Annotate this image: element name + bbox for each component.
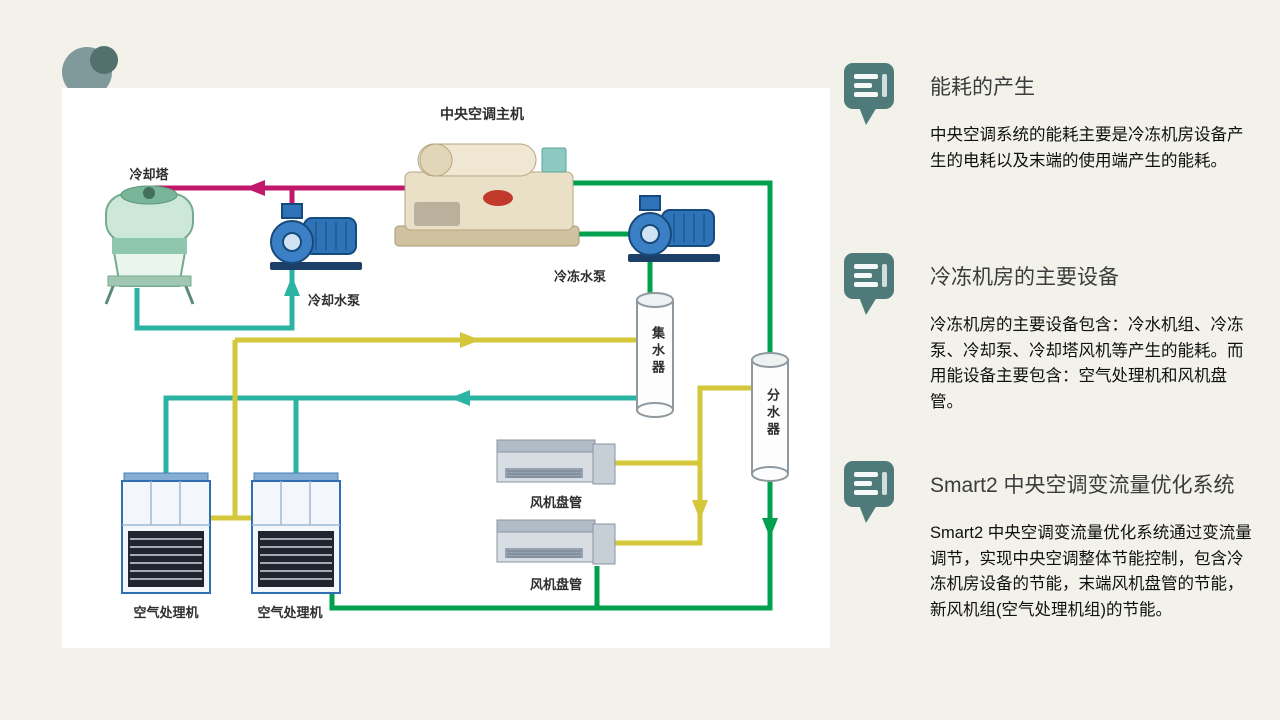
arrow-left-supply bbox=[450, 390, 470, 406]
cooling-pump-art bbox=[270, 203, 362, 270]
ahu-b-art bbox=[251, 472, 341, 594]
label-collector: 集水器 bbox=[650, 326, 665, 377]
chilled-return-pipe bbox=[210, 337, 752, 546]
section-body: Smart2 中央空调变流量优化系统通过变流量调节，实现中央空调整体节能控制，包… bbox=[930, 524, 1252, 619]
list-marker-icon bbox=[844, 63, 894, 125]
arrow-down-return bbox=[692, 500, 708, 520]
arrow-up-cooling-pump bbox=[284, 276, 300, 296]
section-plant-equipment: 冷冻机房的主要设备 冷冻机房的主要设备包含：冷水机组、冷冻泵、冷却泵、冷却塔风机… bbox=[843, 250, 1263, 416]
list-marker-icon bbox=[844, 461, 894, 523]
label-fan-coil-a: 风机盘管 bbox=[529, 495, 582, 510]
label-ahu-a: 空气处理机 bbox=[133, 605, 199, 620]
hvac-diagram-canvas bbox=[104, 143, 789, 611]
cooling-tower-art bbox=[104, 185, 195, 305]
section-title: 冷冻机房的主要设备 bbox=[930, 266, 1119, 289]
arrow-left-condenser bbox=[245, 180, 265, 196]
flow-arrows bbox=[245, 180, 778, 538]
decor-circle-small bbox=[90, 46, 118, 74]
chilled-pump-art bbox=[628, 195, 720, 262]
section-energy-origin: 能耗的产生 中央空调系统的能耗主要是冷冻机房设备产生的电耗以及末端的使用端产生的… bbox=[843, 60, 1263, 174]
label-cooling-tower: 冷却塔 bbox=[129, 167, 169, 182]
arrow-down-supply bbox=[762, 518, 778, 538]
pipes bbox=[134, 180, 773, 611]
ahu-a-art bbox=[121, 472, 211, 594]
label-main-unit: 中央空调主机 bbox=[440, 106, 524, 122]
section-body: 中央空调系统的能耗主要是冷冻机房设备产生的电耗以及末端的使用端产生的能耗。 bbox=[930, 126, 1244, 170]
fan-coil-a-art bbox=[496, 439, 616, 485]
distributor-art bbox=[751, 352, 789, 482]
chilled-supply-pipe bbox=[329, 180, 773, 611]
section-title: 能耗的产生 bbox=[930, 76, 1035, 99]
collector-art bbox=[636, 292, 674, 418]
label-fan-coil-b: 风机盘管 bbox=[529, 577, 582, 592]
section-smart2-system: Smart2 中央空调变流量优化系统 Smart2 中央空调变流量优化系统通过变… bbox=[843, 458, 1263, 624]
section-body: 冷冻机房的主要设备包含：冷水机组、冷冻泵、冷却泵、冷却塔风机等产生的能耗。而用能… bbox=[930, 316, 1244, 411]
section-title: Smart2 中央空调变流量优化系统 bbox=[930, 474, 1235, 497]
label-chilled-pump: 冷冻水泵 bbox=[554, 269, 607, 284]
label-cooling-pump: 冷却水泵 bbox=[308, 293, 361, 308]
cooling-return-pipe bbox=[134, 266, 637, 473]
diagram-panel: 中央空调主机 冷却塔 冷却水泵 冷冻水泵 集水器 分水器 风机盘管 风机盘管 空… bbox=[62, 88, 830, 648]
list-marker-icon bbox=[844, 253, 894, 315]
label-ahu-b: 空气处理机 bbox=[257, 605, 323, 620]
label-distributor: 分水器 bbox=[765, 388, 780, 439]
fan-coil-b-art bbox=[496, 519, 616, 565]
chiller-art bbox=[394, 143, 580, 247]
arrow-right-return bbox=[460, 332, 480, 348]
